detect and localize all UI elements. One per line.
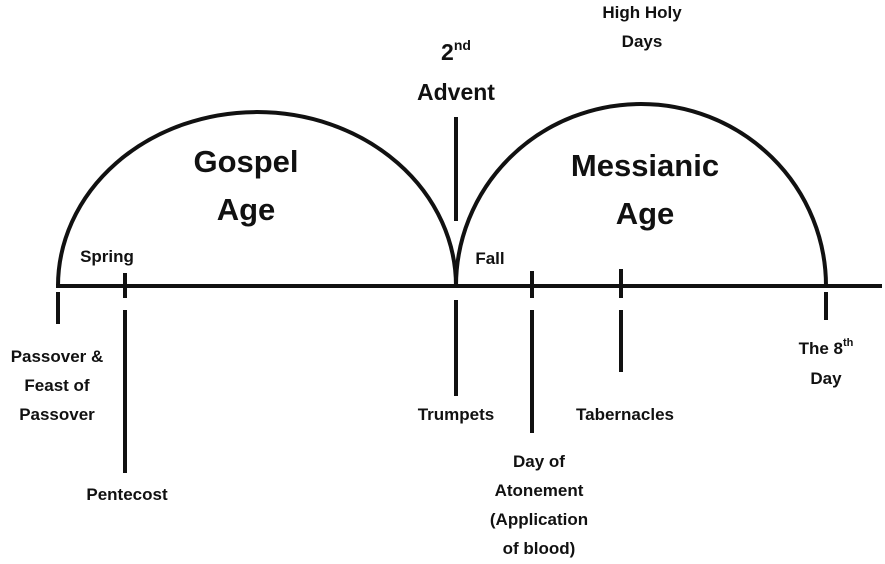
- atonement-label-4: of blood): [503, 539, 576, 558]
- passover-label-3: Passover: [19, 405, 95, 424]
- eighth-day-label-2: Day: [810, 369, 842, 388]
- tabernacles-label: Tabernacles: [576, 405, 674, 424]
- advent-number: 2nd: [441, 37, 471, 65]
- atonement-label-2: Atonement: [495, 481, 584, 500]
- eighth-day-label: The 8th: [799, 337, 854, 358]
- gospel-age-label: Gospel: [193, 144, 298, 179]
- high-holy-days-label: High Holy: [602, 3, 682, 22]
- trumpets-label: Trumpets: [418, 405, 495, 424]
- passover-label: Passover &: [11, 347, 104, 366]
- atonement-label: Day of: [513, 452, 565, 471]
- messianic-age-arch: [454, 102, 828, 287]
- messianic-age-label: Messianic: [571, 148, 719, 183]
- gospel-age-label-2: Age: [217, 192, 276, 227]
- high-holy-days-label-2: Days: [622, 32, 663, 51]
- advent-label: Advent: [417, 79, 495, 105]
- pentecost-label: Pentecost: [86, 485, 168, 504]
- gospel-age-arch: [56, 110, 458, 287]
- messianic-age-label-2: Age: [616, 196, 675, 231]
- passover-label-2: Feast of: [24, 376, 90, 395]
- spring-label: Spring: [80, 247, 134, 266]
- atonement-label-3: (Application: [490, 510, 588, 529]
- fall-label: Fall: [475, 249, 504, 268]
